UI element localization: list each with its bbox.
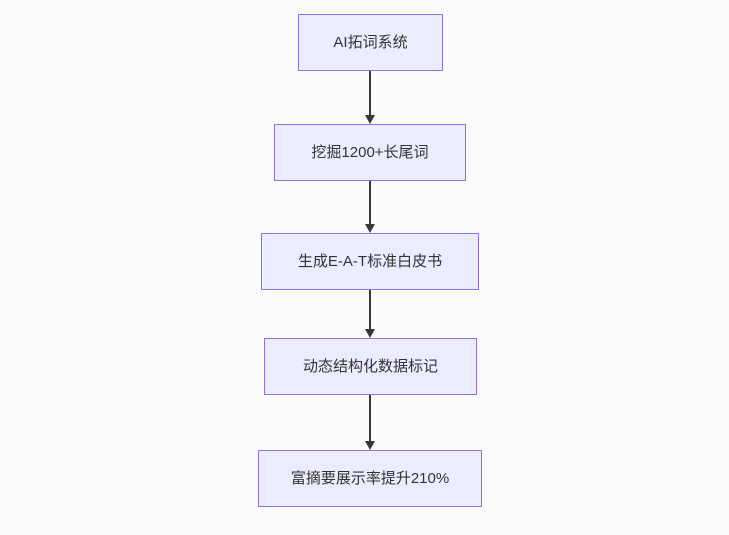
arrow-line (369, 181, 371, 224)
arrowhead-down-icon (365, 224, 375, 233)
node-label: 挖掘1200+长尾词 (311, 144, 429, 161)
arrow-line (369, 71, 371, 115)
node-label: AI拓词系统 (333, 34, 408, 51)
node-label: 富摘要展示率提升210% (290, 470, 450, 487)
flowchart-node-structured-data-markup: 动态结构化数据标记 (264, 338, 477, 395)
flowchart-arrow-4-5 (365, 395, 375, 450)
arrow-line (369, 395, 371, 441)
flowchart-arrow-2-3 (365, 181, 375, 233)
arrowhead-down-icon (365, 115, 375, 124)
arrowhead-down-icon (365, 329, 375, 338)
node-label: 生成E-A-T标准白皮书 (297, 253, 443, 270)
flowchart-node-ai-word-system: AI拓词系统 (298, 14, 443, 71)
flowchart-arrow-3-4 (365, 290, 375, 338)
arrow-line (369, 290, 371, 329)
arrowhead-down-icon (365, 441, 375, 450)
flowchart-node-longtail-mining: 挖掘1200+长尾词 (274, 124, 466, 181)
node-label: 动态结构化数据标记 (302, 358, 438, 375)
flowchart-node-eat-whitepaper: 生成E-A-T标准白皮书 (261, 233, 479, 290)
flowchart-arrow-1-2 (365, 71, 375, 124)
flowchart-node-rich-snippet-result: 富摘要展示率提升210% (258, 450, 482, 507)
